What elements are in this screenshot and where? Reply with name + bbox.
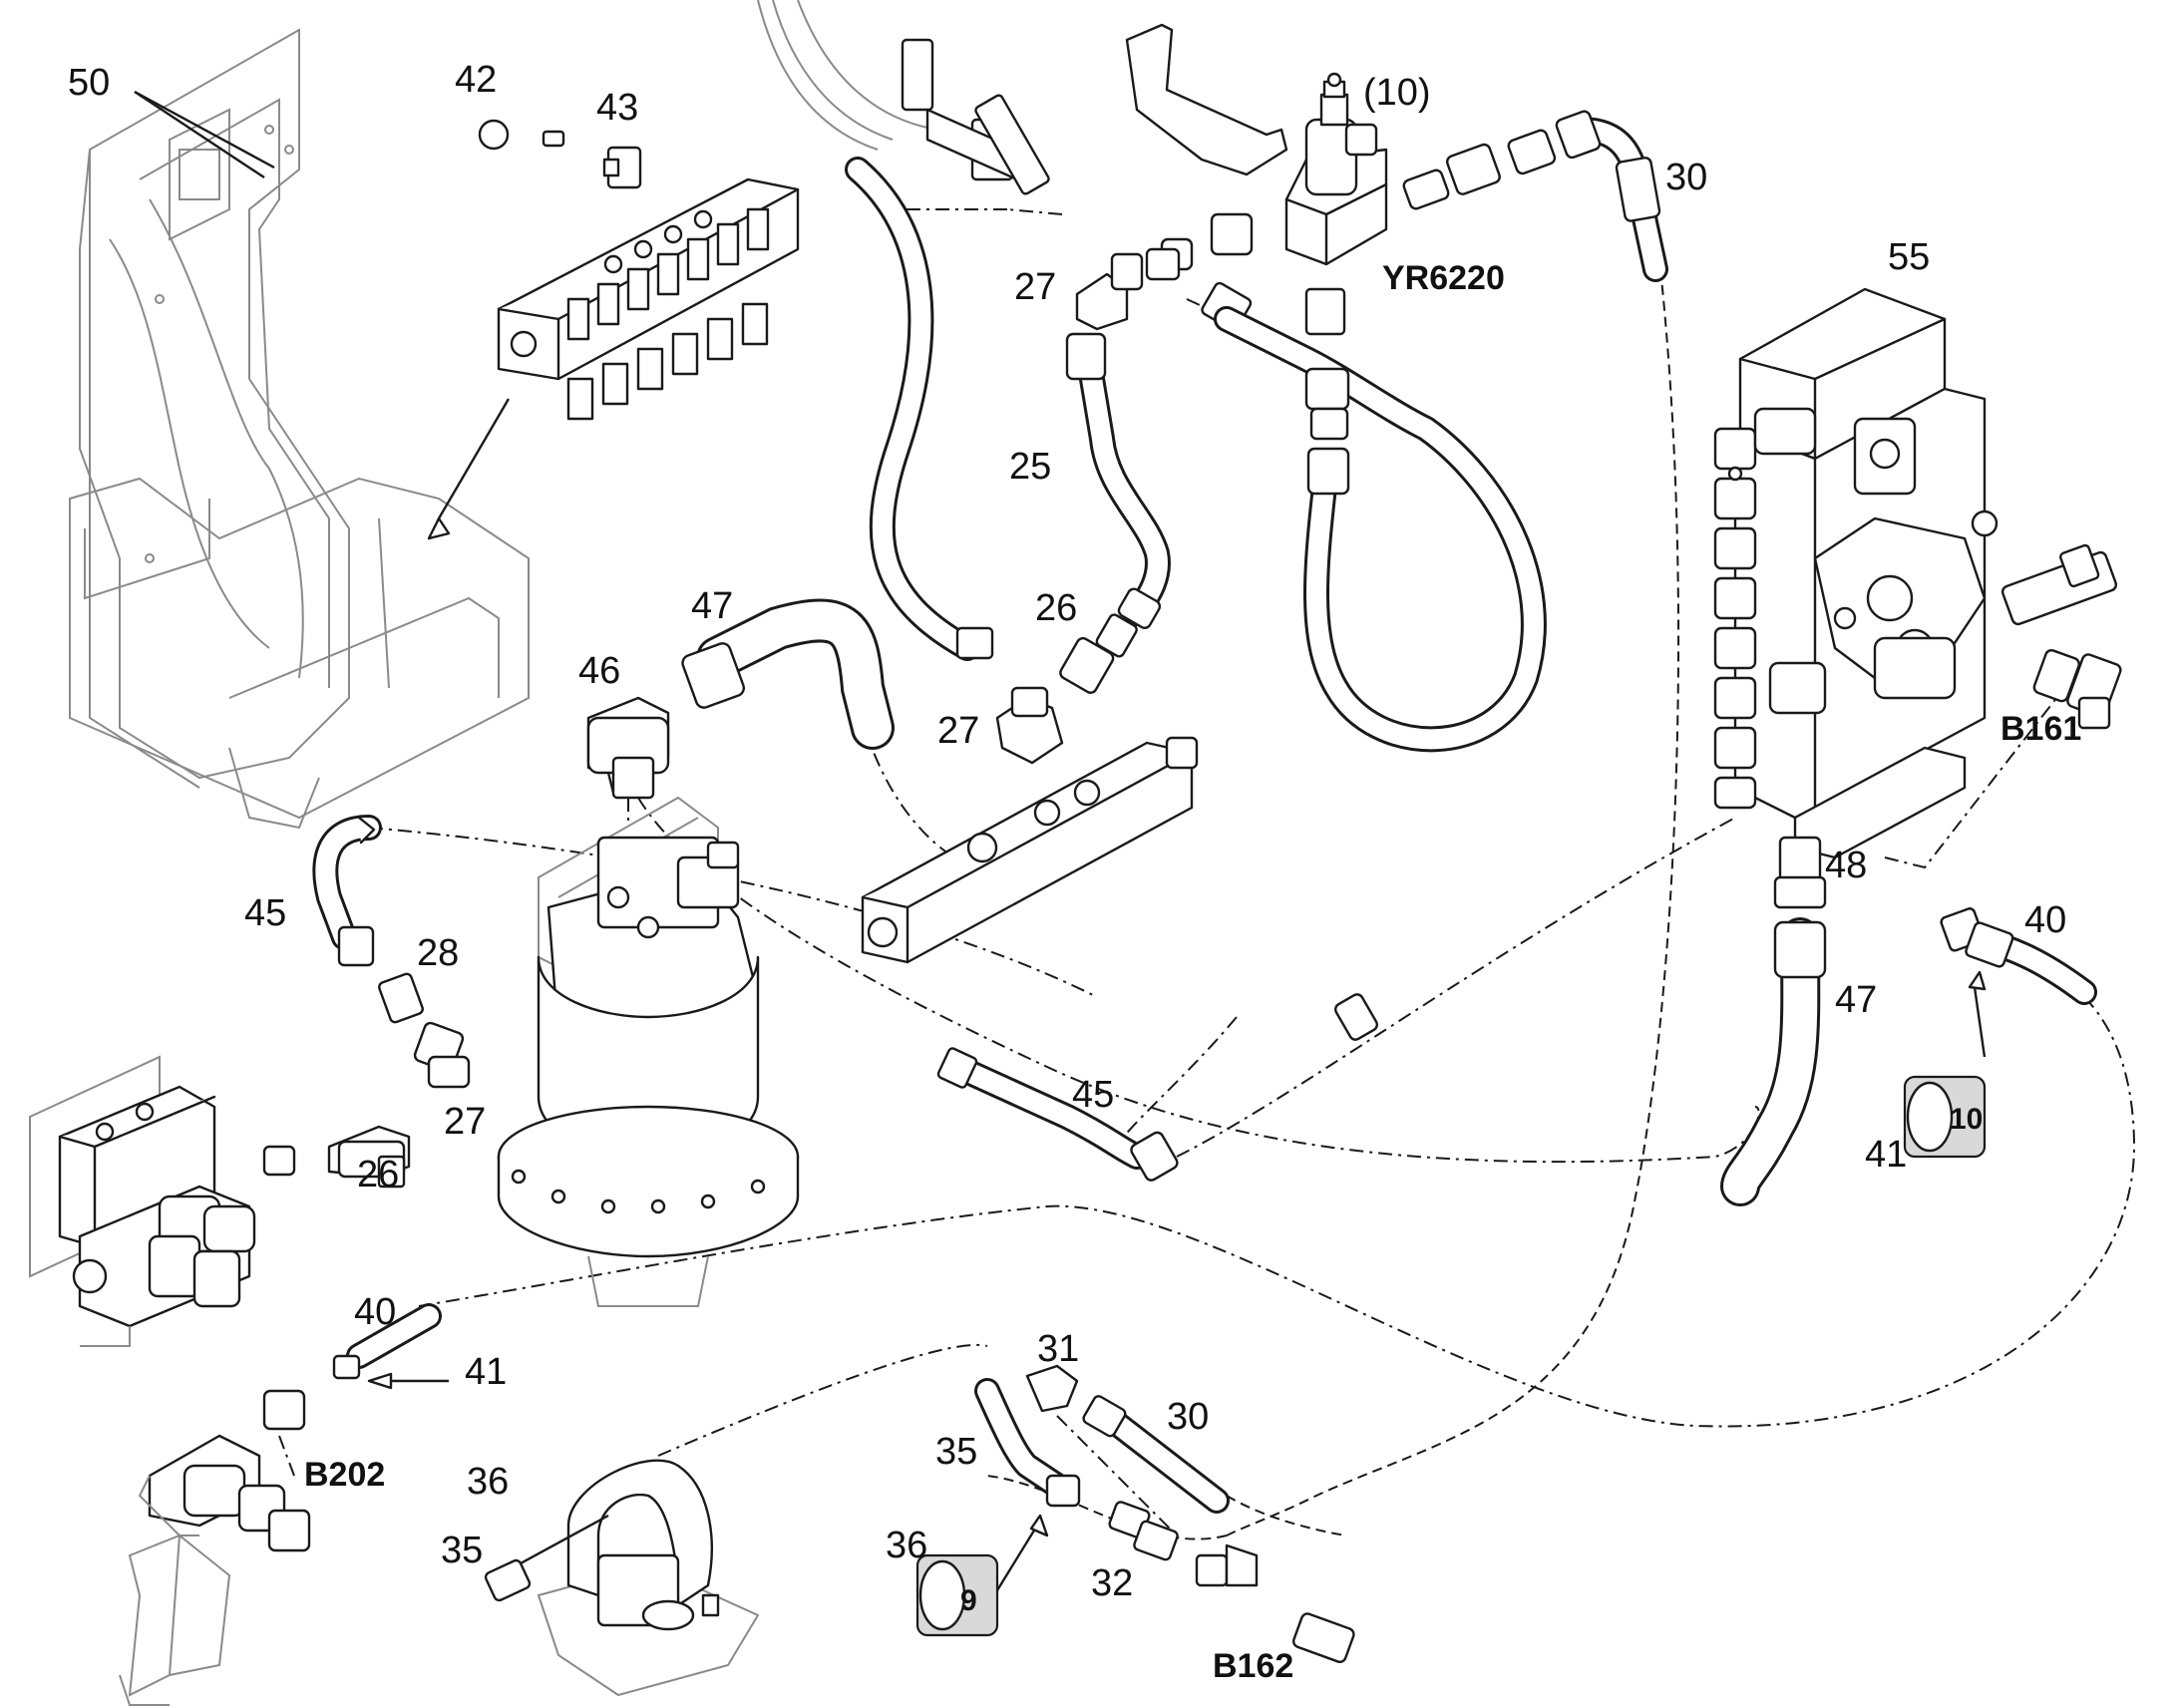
hose-30-upper [1555, 110, 1668, 282]
label-45-left: 45 [244, 892, 286, 934]
pedestal-36 [484, 1459, 760, 1697]
label-46: 46 [578, 650, 620, 692]
label-30-upper: 30 [1665, 157, 1707, 198]
label-10: (10) [1363, 72, 1431, 114]
label-31: 31 [1037, 1328, 1079, 1370]
label-25: 25 [1009, 446, 1051, 488]
frame-50 [69, 28, 530, 830]
label-40-lower: 40 [354, 1291, 396, 1333]
label-42: 42 [455, 59, 497, 101]
label-35-center: 35 [935, 1431, 977, 1473]
hose-47-upper [586, 598, 895, 800]
label-45-center: 45 [1072, 1074, 1114, 1116]
manifold-block [427, 119, 800, 540]
sleeve-tag-10: 10 [1950, 1103, 1983, 1136]
label-27-lower: 27 [444, 1101, 486, 1143]
left-valve-block [29, 1055, 256, 1347]
label-26-upper: 26 [1035, 587, 1077, 629]
label-b162: B162 [1213, 1647, 1293, 1685]
sensor-b161 [2066, 653, 2122, 730]
hose-40-right: 10 [1903, 907, 2097, 1159]
sleeve-36: 9 [915, 1553, 999, 1637]
hose-40-lower [119, 1303, 449, 1706]
label-47-upper: 47 [691, 585, 733, 627]
label-30-lower: 30 [1167, 1396, 1209, 1438]
leader-lines [134, 90, 275, 179]
part-labels: 50 42 43 (10) 30 27 YR6220 55 25 47 26 4… [68, 59, 2081, 1685]
label-43: 43 [596, 87, 638, 129]
hose-25-assembly [995, 247, 1181, 765]
loop-hose [1201, 281, 1547, 753]
label-27-upper: 27 [1014, 266, 1056, 308]
upper-hose-bundle [757, 0, 1050, 661]
sleeve-tag-9: 9 [960, 1584, 977, 1617]
label-55: 55 [1888, 236, 1930, 278]
label-41-right: 41 [1865, 1134, 1907, 1176]
swing-motor [497, 796, 800, 1307]
hose-45-left [262, 815, 471, 1189]
label-yr6220: YR6220 [1382, 259, 1505, 297]
label-35-lower: 35 [441, 1530, 483, 1571]
label-28: 28 [417, 932, 459, 974]
label-27-middle: 27 [937, 710, 979, 752]
label-40-right: 40 [2024, 899, 2066, 941]
label-41-lower: 41 [465, 1351, 507, 1393]
valve-yr6220 [1125, 23, 1557, 336]
label-26-lower: 26 [357, 1154, 399, 1196]
hose-47-lower [1720, 917, 1827, 1206]
label-48: 48 [1825, 845, 1867, 886]
label-36-lower: 36 [467, 1461, 509, 1503]
sleeve-41: 10 [1903, 1075, 1987, 1159]
label-50: 50 [68, 62, 110, 104]
control-valve-55 [1713, 287, 2118, 909]
hose-35-31-30: 9 [915, 1364, 1355, 1664]
label-47-lower: 47 [1835, 979, 1877, 1021]
label-32: 32 [1091, 1562, 1133, 1604]
label-36-center: 36 [886, 1525, 927, 1566]
label-b161: B161 [2000, 710, 2081, 748]
hose-45-center [936, 993, 1378, 1182]
center-rail [861, 736, 1199, 964]
label-b202: B202 [304, 1456, 385, 1494]
